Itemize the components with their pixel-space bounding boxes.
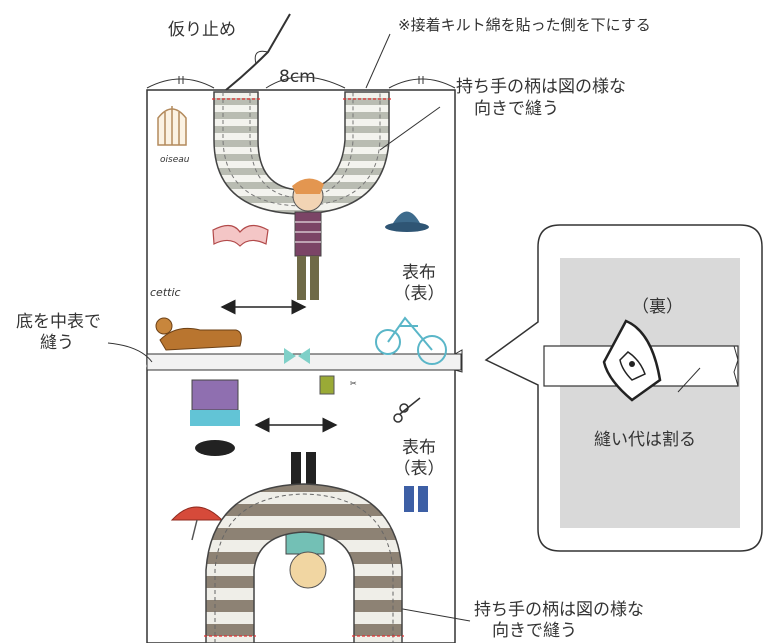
iron-icon	[602, 319, 662, 402]
open-book-motif	[212, 224, 269, 247]
dimension-arc-right	[388, 78, 456, 89]
handle-top	[213, 91, 390, 215]
label-outer-bottom-1: 表布	[402, 438, 436, 458]
label-temp-stitch: 仮り止め	[168, 20, 236, 40]
zoom-fabric-reverse	[560, 258, 740, 528]
label-handle-pattern-top-1: 持ち手の柄は図の様な	[456, 77, 626, 97]
fabric-text-cettic: cettic	[150, 286, 181, 299]
birdcage-motif	[157, 106, 187, 146]
handle-bottom-stitch	[214, 493, 394, 643]
label-bottom-sew-2: 縫う	[40, 333, 74, 353]
bow-motif	[284, 348, 310, 364]
leader-bottom-sew	[107, 342, 153, 363]
spool-motif	[319, 375, 335, 395]
boy-figure-top	[292, 178, 324, 300]
label-handle-pattern-bottom-1: 持ち手の柄は図の様な	[474, 600, 644, 620]
bowler-hat-motif	[385, 211, 429, 232]
boots-motif	[404, 486, 428, 512]
fabric-text-oiseau: oiseau	[160, 155, 190, 165]
dog-motif	[155, 317, 242, 351]
leader-note-top	[365, 33, 391, 89]
label-outer-bottom-2: （表）	[393, 459, 445, 479]
bicycle-motif	[375, 316, 447, 365]
label-bottom-sew-1: 底を中表で	[16, 312, 101, 332]
leader-press-seam	[677, 367, 701, 393]
thread-curl	[254, 50, 269, 65]
equal-tick-right	[418, 76, 424, 84]
label-press-seam: 縫い代は割る	[594, 430, 696, 450]
dimension-arc-left	[146, 78, 215, 89]
label-reverse: （裏）	[632, 297, 683, 317]
label-handle-pattern-top-2: 向きで縫う	[474, 99, 559, 119]
upside-down-figure-left	[190, 379, 240, 456]
label-width: 8cm	[279, 67, 316, 87]
label-handle-pattern-bottom-2: 向きで縫う	[492, 621, 577, 641]
equal-tick-left	[178, 76, 184, 84]
fabric-text-scissors-note: ✂	[350, 379, 357, 388]
label-outer-top-2: （表）	[393, 284, 445, 304]
scissors-motif	[393, 397, 421, 423]
handle-bottom	[205, 483, 403, 643]
label-note-top: ※接着キルト綿を貼った側を下にする	[398, 16, 651, 34]
leader-handle-top	[379, 106, 441, 151]
label-outer-top-1: 表布	[402, 263, 436, 283]
seam-fold-right	[454, 349, 463, 373]
zoom-seam-fold	[733, 345, 739, 387]
dimension-arc-center	[265, 76, 346, 89]
